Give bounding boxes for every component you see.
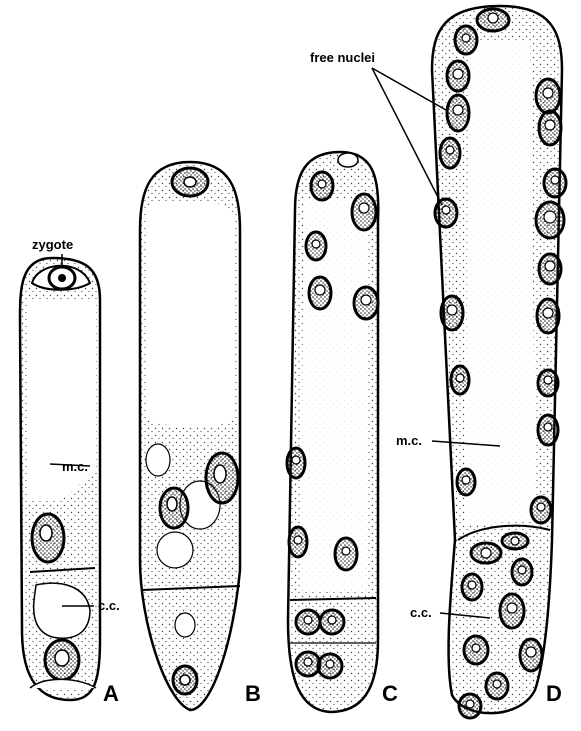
cell-b-clear-region <box>148 202 234 427</box>
panel-label-b: B <box>245 681 261 706</box>
cell-d-clear-region <box>466 40 536 525</box>
cell-c <box>287 152 378 712</box>
label-mc-d: m.c. <box>396 433 422 448</box>
label-cc-a: c.c. <box>98 598 120 613</box>
cell-b <box>140 162 240 710</box>
panel-label-c: C <box>382 681 398 706</box>
label-free-nuclei: free nuclei <box>310 50 375 65</box>
panel-label-a: A <box>103 681 119 706</box>
cell-d <box>372 6 566 718</box>
label-cc-d: c.c. <box>410 605 432 620</box>
cell-a <box>20 254 100 700</box>
label-mc-a: m.c. <box>62 459 88 474</box>
label-zygote: zygote <box>32 237 73 252</box>
panel-label-d: D <box>546 681 562 706</box>
